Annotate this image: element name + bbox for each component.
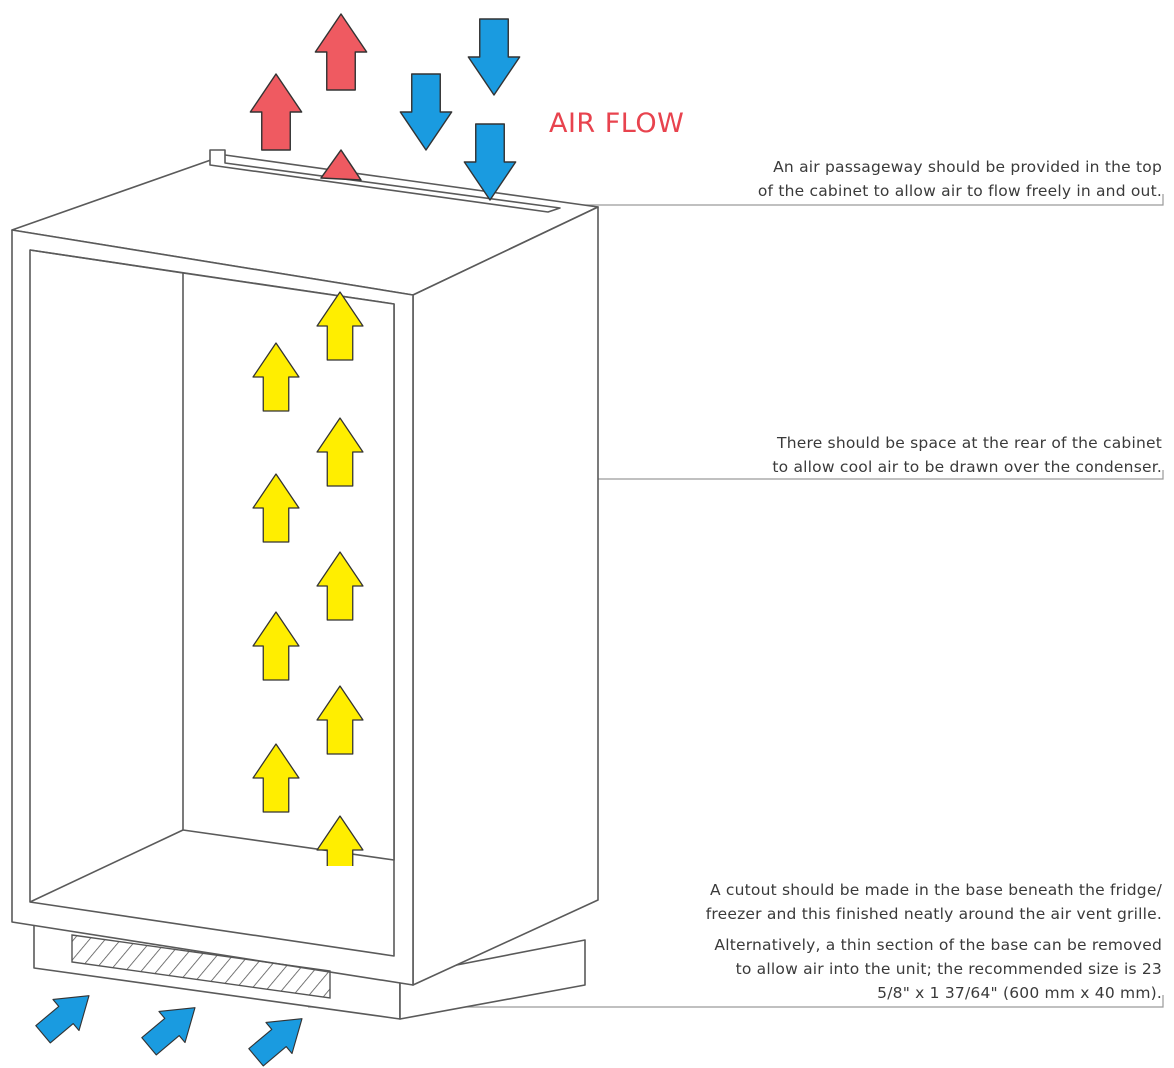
cabinet-plinth-side <box>399 939 586 1020</box>
up-arrow-icon <box>249 73 303 151</box>
top-annotation: An air passageway should be provided in … <box>758 155 1162 203</box>
rear-leader-line <box>368 470 1164 480</box>
base-alternative-annotation: Alternatively, a thin section of the bas… <box>714 933 1162 1005</box>
cabinet <box>11 149 599 1020</box>
annotation-line: of the cabinet to allow air to flow free… <box>757 182 1162 200</box>
down-arrow-icon <box>467 18 521 96</box>
down-arrow-icon <box>463 123 517 201</box>
interior-left-edge <box>29 249 184 274</box>
airflow-title: AIR FLOW <box>549 108 685 139</box>
annotation-line: to allow air into the unit; the recommen… <box>735 960 1162 978</box>
annotation-line: freezer and this finished neatly around … <box>705 905 1162 923</box>
annotation-line: to allow cool air to be drawn over the c… <box>772 458 1162 476</box>
annotation-line: There should be space at the rear of the… <box>777 434 1162 452</box>
diagonal-arrow-icon <box>242 1002 316 1068</box>
annotation-line: An air passageway should be provided in … <box>773 158 1162 176</box>
rear-annotation: There should be space at the rear of the… <box>772 431 1162 479</box>
diagonal-arrow-icon <box>135 991 209 1063</box>
down-arrow-icon <box>399 73 453 151</box>
diagonal-arrow-icon <box>29 979 103 1051</box>
cool-air-arrows <box>399 18 521 201</box>
hot-air-arrows <box>249 13 368 181</box>
annotation-line: Alternatively, a thin section of the bas… <box>714 936 1162 954</box>
annotation-line: A cutout should be made in the base bene… <box>709 881 1162 899</box>
top-vent-slot <box>209 149 561 213</box>
annotation-line: 5/8" x 1 37/64" (600 mm x 40 mm). <box>877 984 1162 1002</box>
leader-lines <box>308 194 1164 1008</box>
cabinet-side-panel <box>412 206 599 986</box>
top-leader-line <box>408 194 1164 206</box>
interior-floor-back <box>29 829 184 903</box>
up-arrow-icon <box>320 149 362 181</box>
vent-grille <box>71 934 331 999</box>
base-cutout-annotation: A cutout should be made in the base bene… <box>706 878 1162 926</box>
vent-grille-hatch <box>71 934 331 999</box>
up-arrow-icon <box>314 13 368 91</box>
base-leader-line <box>308 995 1164 1008</box>
